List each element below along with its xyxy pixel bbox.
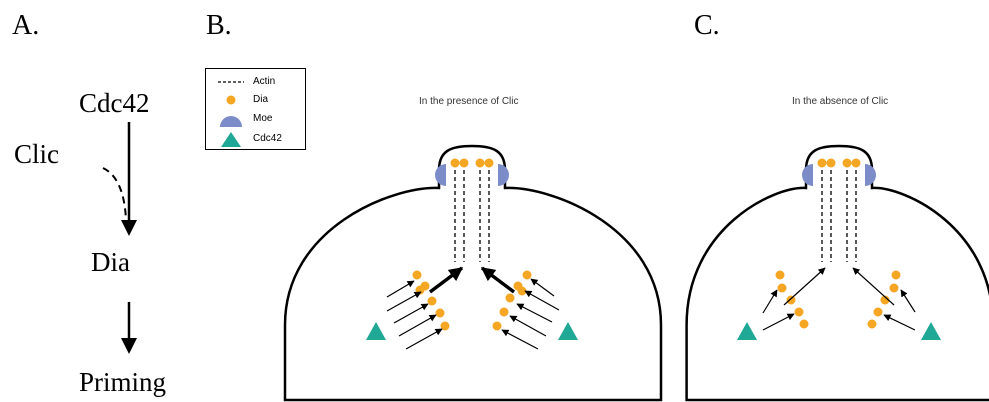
dia-dot (851, 158, 861, 168)
cell-without-clic (685, 144, 989, 402)
cdc42-triangle-icon (221, 132, 241, 147)
legend-label: Moe (253, 113, 273, 124)
dia-dot (873, 307, 883, 317)
arrowhead-cdc42-to-dia (121, 220, 137, 236)
pathway-cdc42: Cdc42 (79, 88, 150, 118)
dia-to-filament-arrow (480, 266, 516, 294)
activation-arrow (516, 303, 553, 323)
clic-inhibition-curve (102, 167, 127, 221)
dia-dot (440, 321, 450, 331)
panel-label-a: A. (12, 10, 40, 41)
dia-dot (891, 270, 901, 280)
pathway-dia: Dia (91, 247, 130, 277)
dia-dot (450, 158, 460, 168)
legend-label: Cdc42 (253, 133, 282, 144)
cell-title-without-clic: In the absence of Clic (792, 96, 889, 107)
activation-arrow (900, 289, 916, 313)
dia-dot (786, 295, 796, 305)
legend-label: Dia (253, 94, 269, 105)
dia-dot (826, 158, 836, 168)
dia-dot (799, 319, 809, 329)
dia-dot (817, 158, 827, 168)
dia-dot (420, 281, 430, 291)
activation-arrow (762, 289, 778, 314)
dia-dot (777, 283, 787, 293)
activation-arrow (883, 314, 916, 331)
legend-item-actin: Actin (206, 72, 305, 92)
dia-dot (842, 158, 852, 168)
dia-dot (427, 296, 437, 306)
activation-arrow (762, 313, 795, 331)
dia-dot (794, 307, 804, 317)
dia-dot (475, 158, 485, 168)
pathway-priming: Priming (79, 367, 167, 397)
cdc42-triangle (737, 322, 757, 340)
dia-dot (517, 286, 527, 296)
dia-dot (412, 270, 422, 280)
legend-label: Actin (253, 76, 276, 87)
moe-right (498, 164, 509, 186)
activation-arrow (386, 280, 415, 298)
dia-dot (505, 293, 515, 303)
activation-arrow (530, 278, 555, 297)
dia-dot (499, 307, 509, 317)
legend-item-cdc42: Cdc42 (206, 129, 305, 149)
cdc42-triangle (921, 322, 941, 340)
panel-label-b: B. (206, 10, 232, 41)
panel-label-c: C. (694, 10, 720, 41)
activation-arrow (405, 328, 443, 350)
cell-with-clic (283, 144, 663, 402)
activation-arrow (393, 303, 429, 324)
cell-outline (685, 144, 989, 402)
dia-dot (880, 295, 890, 305)
arrowhead-dia-to-priming (121, 338, 137, 354)
dia-dot (775, 270, 785, 280)
dia-to-filament-arrow (428, 266, 464, 294)
legend-item-dia: Dia (206, 90, 305, 110)
activation-arrow (524, 290, 560, 311)
cdc42-triangle (558, 322, 578, 340)
moe-left (802, 164, 813, 186)
actin-dashed-line-icon (218, 81, 244, 83)
dia-dot (435, 308, 445, 318)
activation-arrow (509, 315, 547, 337)
pathway-arrows (102, 122, 137, 354)
legend: Actin Dia Moe Cdc42 (205, 68, 306, 150)
dia-dot (484, 158, 494, 168)
activation-arrow (501, 329, 539, 350)
activation-arrow (398, 314, 437, 337)
dia-to-filament-arrow (852, 267, 895, 306)
dia-dot (522, 270, 532, 280)
dia-to-filament-arrow (783, 267, 826, 306)
cdc42-triangle (366, 322, 386, 340)
cell-outline (283, 144, 663, 402)
dia-dot (867, 319, 877, 329)
pathway-clic: Clic (14, 139, 59, 169)
moe-half-disc-icon (220, 116, 242, 127)
dia-dot (889, 283, 899, 293)
dia-dot (459, 158, 469, 168)
dia-dot (492, 321, 502, 331)
moe-right (865, 164, 876, 186)
activation-arrow (386, 291, 422, 312)
dia-dot-icon (226, 95, 236, 105)
moe-left (435, 164, 446, 186)
legend-item-moe: Moe (206, 109, 305, 129)
cell-title-with-clic: In the presence of Clic (419, 96, 519, 107)
